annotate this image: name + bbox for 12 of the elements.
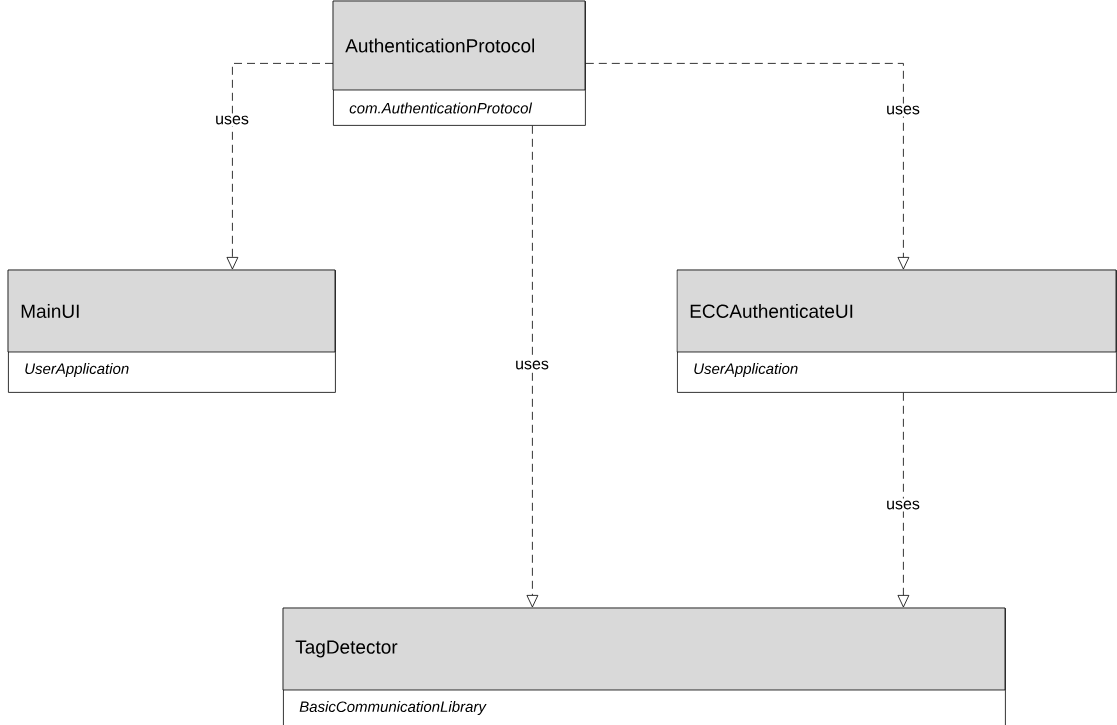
dependency-arrow	[897, 392, 910, 608]
edge-label: uses	[513, 358, 551, 372]
class-box: ECCAuthenticateUI UserApplication	[676, 269, 1117, 393]
class-box: TagDetector BasicCommunicationLibrary	[282, 607, 1006, 725]
edge-label: uses	[213, 113, 251, 127]
class-box: MainUI UserApplication	[7, 269, 336, 393]
edge-label: uses	[884, 103, 922, 117]
dependency-arrow	[585, 63, 910, 270]
class-box: AuthenticationProtocol com.AuthenticationProtocol	[332, 0, 586, 126]
edge-label: uses	[884, 498, 922, 512]
dependency-arrow	[526, 125, 539, 608]
dependency-arrow	[226, 63, 334, 270]
